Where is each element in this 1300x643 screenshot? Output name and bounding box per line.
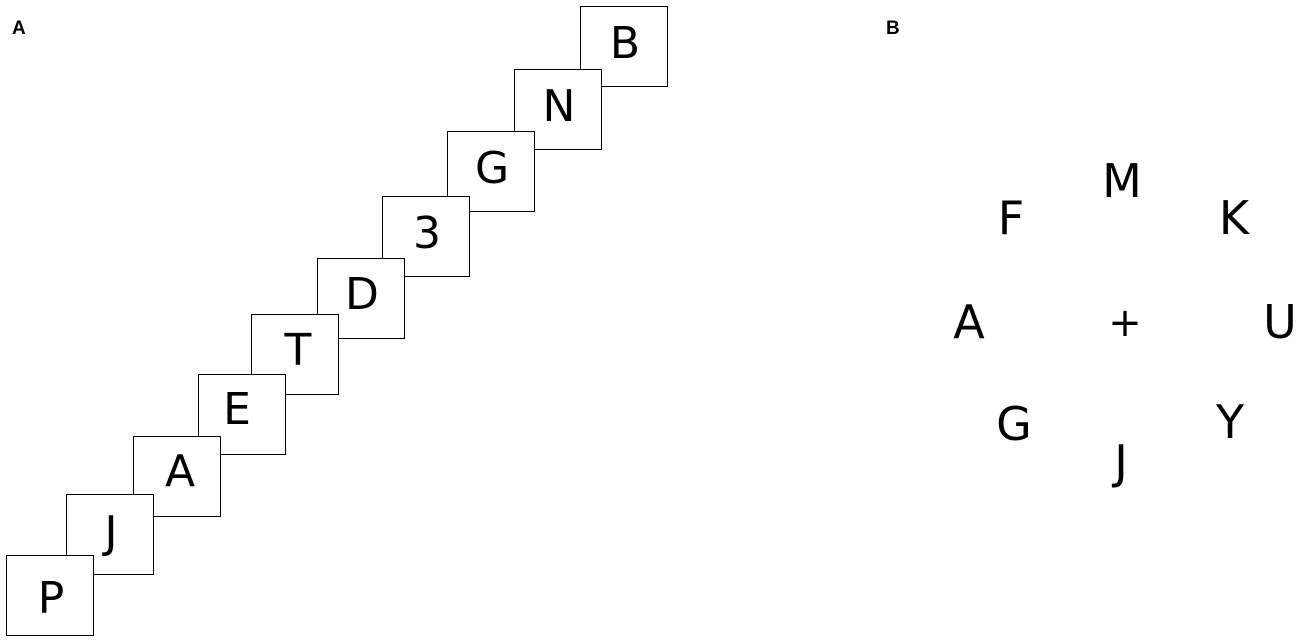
rsvp-frame: P xyxy=(6,555,94,636)
rsvp-frame-letter: N xyxy=(542,81,576,132)
rsvp-frame-letter: P xyxy=(37,573,65,624)
display-letter: G xyxy=(996,397,1032,451)
rsvp-frame-letter: D xyxy=(345,269,379,320)
fixation-cross: + xyxy=(1108,300,1142,346)
display-letter: K xyxy=(1218,191,1250,245)
rsvp-frame-letter: J xyxy=(104,507,118,558)
rsvp-frame-letter: E xyxy=(223,384,251,435)
display-letter: Y xyxy=(1215,395,1245,449)
display-letter: J xyxy=(1114,435,1128,489)
display-letter: F xyxy=(997,191,1025,245)
rsvp-frame-letter: G xyxy=(474,143,510,194)
display-letter: M xyxy=(1102,154,1142,208)
rsvp-frame-letter: B xyxy=(609,18,641,69)
panel-b-label: B xyxy=(886,18,900,39)
rsvp-frame-letter: 3 xyxy=(413,208,441,259)
rsvp-frame-letter: A xyxy=(164,446,196,497)
panel-a-label: A xyxy=(12,18,26,39)
display-letter: U xyxy=(1263,295,1297,349)
rsvp-frame-letter: T xyxy=(284,325,312,376)
display-letter: A xyxy=(953,295,985,349)
